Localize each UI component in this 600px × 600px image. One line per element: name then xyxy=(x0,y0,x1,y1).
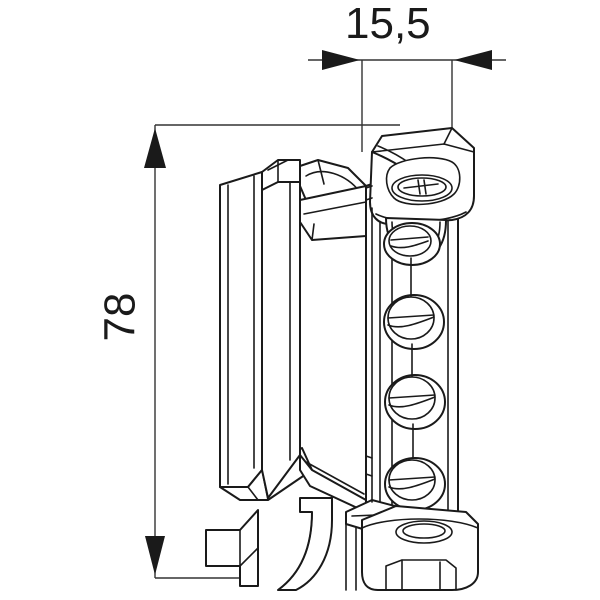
bearing-oval-opening xyxy=(391,174,453,202)
block-divider-line xyxy=(345,523,357,591)
bottom-left-foot xyxy=(205,509,259,587)
hole-centre-line xyxy=(410,257,414,459)
dimension-label-height: 78 xyxy=(95,292,145,342)
plate-edge-details xyxy=(365,207,373,503)
dimension-width-15-5 xyxy=(308,50,506,152)
dimension-height-78 xyxy=(144,124,400,579)
spine-to-plate-connector xyxy=(299,185,367,241)
mounting-back-plate xyxy=(219,171,263,488)
arrowhead-up-icon xyxy=(144,128,166,168)
top-bearing-housing xyxy=(369,127,475,226)
hinge-spine xyxy=(261,165,301,499)
lower-pivot-block xyxy=(345,499,479,591)
upper-left-tab xyxy=(261,159,301,191)
arrowhead-down-icon xyxy=(145,536,165,575)
dimension-label-width: 15,5 xyxy=(345,0,431,48)
screw-hole-1 xyxy=(383,222,441,266)
screw-hole-3 xyxy=(384,374,446,430)
screw-hole-4 xyxy=(384,457,446,511)
arrowhead-right-icon xyxy=(322,50,360,70)
hinge-body xyxy=(205,127,479,591)
screw-hole-2 xyxy=(383,294,445,350)
lower-round-cutout xyxy=(277,497,333,591)
arrowhead-left-icon xyxy=(454,50,492,70)
plate-notch-marks xyxy=(365,185,373,477)
